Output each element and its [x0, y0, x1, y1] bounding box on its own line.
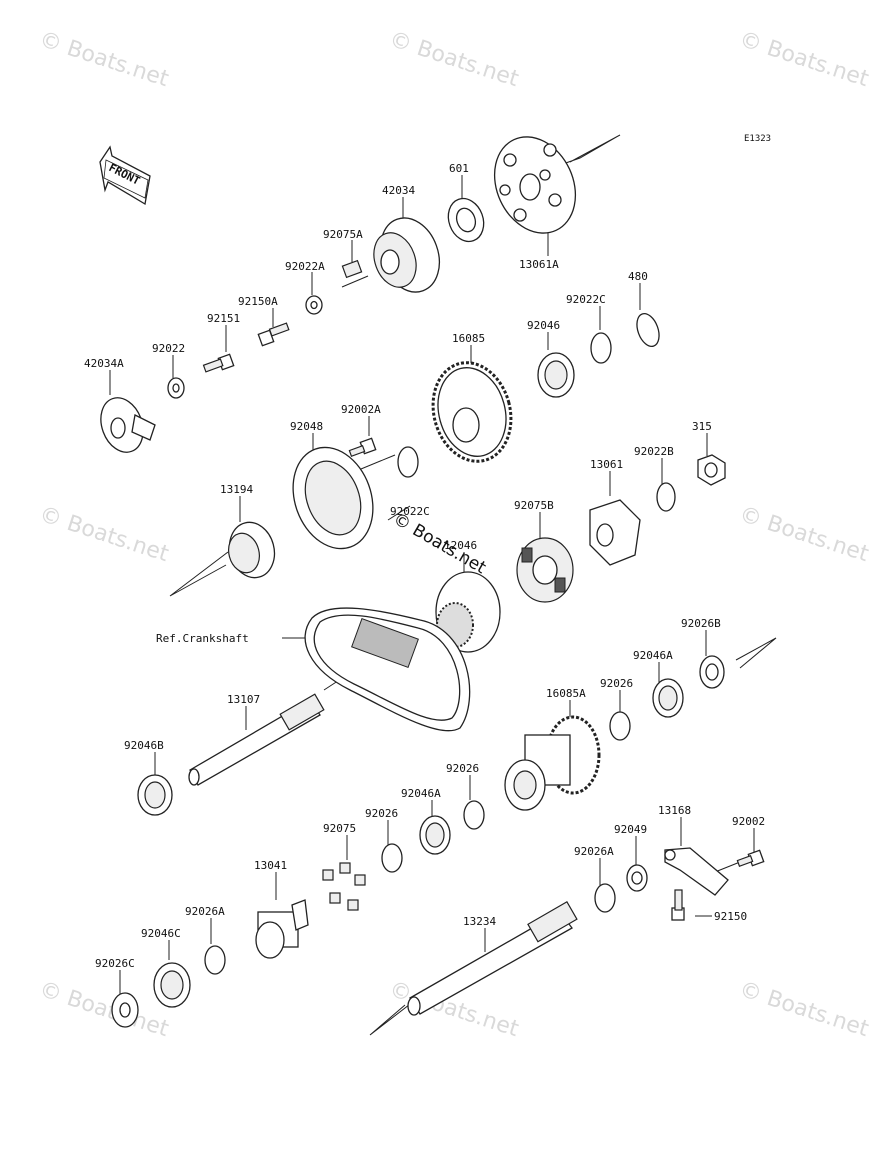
label-42034A[interactable]: 42034A [84, 357, 124, 370]
label-480[interactable]: 480 [628, 270, 648, 283]
label-92022C-top[interactable]: 92022C [566, 293, 606, 306]
part-shapes [100, 136, 765, 1028]
label-92002[interactable]: 92002 [732, 815, 765, 828]
needle-bearing-92046 [537, 352, 575, 398]
damper-92075B [516, 537, 574, 603]
washer-92022C [590, 332, 612, 364]
damper-92075A [341, 259, 363, 279]
washer-92026-mid [463, 800, 485, 830]
shaft-13234 [407, 901, 578, 1016]
drive-plate-13061A [493, 136, 577, 234]
label-92026-mid[interactable]: 92026 [446, 762, 479, 775]
label-16085[interactable]: 16085 [452, 332, 485, 345]
label-13234[interactable]: 13234 [463, 915, 496, 928]
label-601[interactable]: 601 [449, 162, 469, 175]
label-92026-right[interactable]: 92026 [600, 677, 633, 690]
ref-crankshaft-label: Ref.Crankshaft [156, 632, 249, 645]
needle-bearing-92046A-mid [419, 815, 451, 855]
washer-92022B [656, 482, 676, 512]
watermark: © Boats.net [736, 977, 872, 1042]
label-92026B[interactable]: 92026B [681, 617, 721, 630]
clutch-42034A [100, 397, 156, 453]
label-92026C[interactable]: 92026C [95, 957, 135, 970]
label-92151[interactable]: 92151 [207, 312, 240, 325]
watermark: © Boats.net [36, 977, 172, 1042]
hub-13061 [589, 499, 641, 566]
label-92046B[interactable]: 92046B [124, 739, 164, 752]
label-92022B[interactable]: 92022B [634, 445, 674, 458]
shaft-13107 [188, 693, 325, 786]
washer-92026-right [609, 711, 631, 741]
chain [304, 607, 471, 732]
label-92046A-mid[interactable]: 92046A [401, 787, 441, 800]
label-13061[interactable]: 13061 [590, 458, 623, 471]
needle-bearing-92046A-right [652, 678, 684, 718]
label-92022[interactable]: 92022 [152, 342, 185, 355]
label-315[interactable]: 315 [692, 420, 712, 433]
watermark: © Boats.net [736, 27, 872, 92]
leader-lines [109, 134, 777, 1036]
label-92046C[interactable]: 92046C [141, 927, 181, 940]
watermark: © Boats.net [36, 27, 172, 92]
watermarks: © Boats.net © Boats.net © Boats.net © Bo… [36, 27, 872, 1042]
label-13061A[interactable]: 13061A [519, 258, 559, 271]
bearing-601 [447, 197, 485, 243]
label-92049[interactable]: 92049 [614, 823, 647, 836]
bearing-13194 [228, 521, 276, 579]
bolt-92150A [257, 322, 290, 347]
washer-92026-left [381, 843, 403, 873]
gear-16085 [431, 361, 513, 463]
label-92002A[interactable]: 92002A [341, 403, 381, 416]
label-92026-left[interactable]: 92026 [365, 807, 398, 820]
damper-92075 [322, 862, 366, 911]
label-12046[interactable]: 12046 [444, 539, 477, 552]
diagram-code: E1323 [744, 134, 771, 144]
label-92026A-left[interactable]: 92026A [185, 905, 225, 918]
label-92026A-right[interactable]: 92026A [574, 845, 614, 858]
circlip-480 [636, 313, 660, 347]
label-92022C-mid[interactable]: 92022C [390, 505, 430, 518]
label-92022A[interactable]: 92022A [285, 260, 325, 273]
label-92046[interactable]: 92046 [527, 319, 560, 332]
cam-13041 [255, 899, 309, 959]
label-92046A-right[interactable]: 92046A [633, 649, 673, 662]
needle-bearing-92046C [153, 962, 191, 1008]
bolt-92151 [202, 353, 235, 373]
watermark: © Boats.net [736, 502, 872, 567]
label-92075A[interactable]: 92075A [323, 228, 363, 241]
bearing-92046B [137, 774, 173, 816]
part-labels: 601 42034 13061A 92075A 92022A 480 92022… [84, 162, 765, 970]
label-92075B[interactable]: 92075B [514, 499, 554, 512]
washer-92026A-left [204, 945, 226, 975]
clutch-42034 [373, 217, 440, 293]
lever-13168 [664, 847, 729, 896]
label-13194[interactable]: 13194 [220, 483, 253, 496]
gear-16085A [504, 715, 601, 811]
label-92150[interactable]: 92150 [714, 910, 747, 923]
washer-92022C-mid [397, 446, 419, 478]
ring-92048 [292, 446, 374, 550]
label-13107[interactable]: 13107 [227, 693, 260, 706]
washer-92026A-right [594, 883, 616, 913]
bolt-92002 [736, 849, 765, 867]
label-92048[interactable]: 92048 [290, 420, 323, 433]
label-16085A[interactable]: 16085A [546, 687, 586, 700]
label-42034[interactable]: 42034 [382, 184, 415, 197]
label-92075[interactable]: 92075 [323, 822, 356, 835]
label-13168[interactable]: 13168 [658, 804, 691, 817]
bolt-92150 [671, 889, 685, 921]
watermark: © Boats.net [386, 27, 522, 92]
front-arrow-icon: FRONT [99, 145, 151, 206]
label-13041[interactable]: 13041 [254, 859, 287, 872]
label-92150A[interactable]: 92150A [238, 295, 278, 308]
watermark: © Boats.net [36, 502, 172, 567]
bolt-92002A [348, 437, 377, 457]
